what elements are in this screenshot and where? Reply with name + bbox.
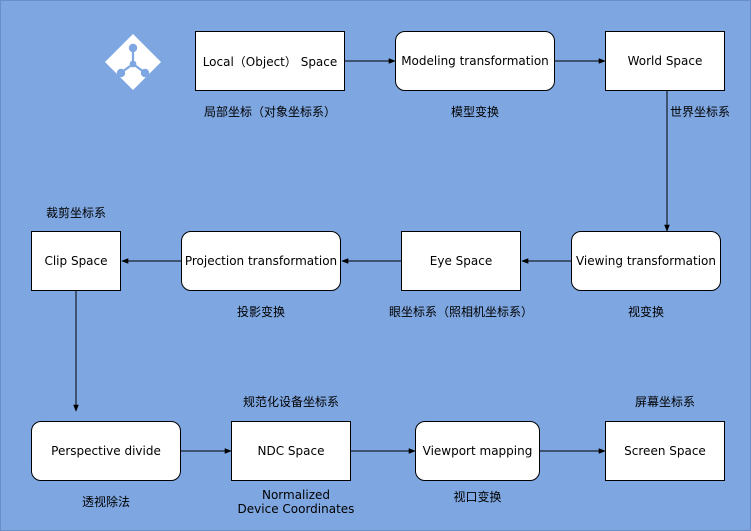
node-viewing-transformation: Viewing transformation: [571, 231, 721, 291]
caption-ndc-space: 规范化设备坐标系: [242, 395, 339, 409]
node-ndc-space: NDC Space: [231, 421, 351, 481]
directory-sitemap-diamond-icon: [105, 34, 161, 90]
caption-ndc-english-line1: Normalized: [261, 488, 331, 502]
caption-viewing-transformation: 视变换: [627, 305, 664, 319]
node-world-space: World Space: [605, 31, 725, 91]
caption-ndc-english-line2: Device Coordinates: [237, 502, 355, 516]
node-screen-space: Screen Space: [605, 421, 725, 481]
caption-screen-space: 屏幕坐标系: [634, 395, 695, 409]
caption-perspective-divide: 透视除法: [81, 495, 130, 509]
caption-clip-space: 裁剪坐标系: [45, 206, 106, 220]
node-viewport-mapping: Viewport mapping: [415, 421, 540, 481]
node-modeling-transformation: Modeling transformation: [395, 31, 555, 91]
node-projection-transformation: Projection transformation: [181, 231, 341, 291]
node-perspective-divide: Perspective divide: [31, 421, 181, 481]
node-local-space: Local（Object） Space: [195, 31, 345, 91]
node-eye-space: Eye Space: [401, 231, 521, 291]
caption-eye-space: 眼坐标系（照相机坐标系）: [388, 305, 533, 319]
caption-projection-transformation: 投影变换: [236, 305, 285, 319]
caption-viewport-mapping: 视口变换: [453, 490, 502, 504]
node-clip-space: Clip Space: [31, 231, 121, 291]
caption-local-space: 局部坐标（对象坐标系）: [203, 105, 336, 119]
caption-world-space: 世界坐标系: [669, 105, 730, 119]
caption-modeling-transformation: 模型变换: [450, 105, 499, 119]
